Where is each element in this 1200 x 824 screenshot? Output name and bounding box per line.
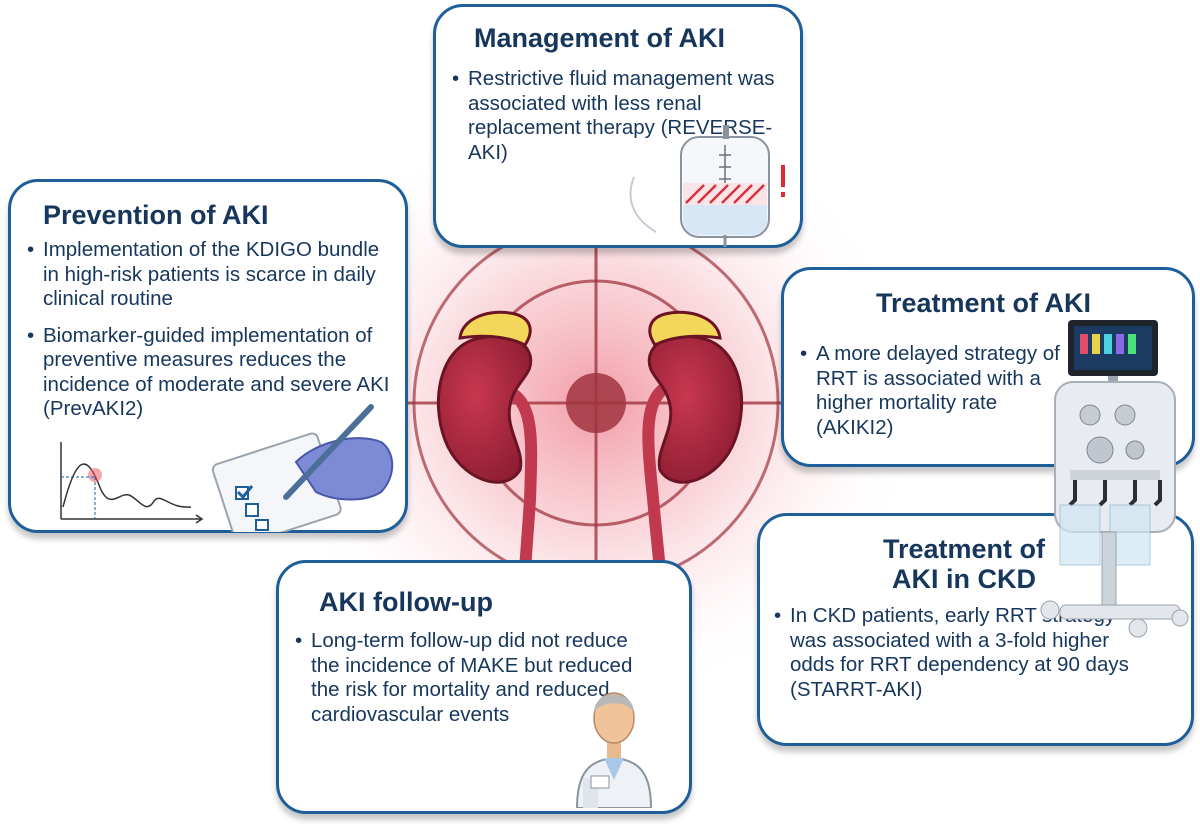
card-followup-list: Long-term follow-up did not reduce the i… <box>295 629 665 739</box>
card-treatment-ckd-bullet: In CKD patients, early RRT strategy was … <box>774 604 1129 702</box>
card-followup: AKI follow-up Long-term follow-up did no… <box>276 560 692 814</box>
card-treatment-bullet: A more delayed strategy of RRT is associ… <box>800 342 1060 440</box>
kidneys-icon <box>437 310 743 576</box>
card-followup-bullet: Long-term follow-up did not reduce the i… <box>295 629 661 727</box>
card-treatment-ckd-list: In CKD patients, early RRT strategy was … <box>774 604 1129 714</box>
card-treatment-ckd-title-line1: Treatment of <box>882 534 1046 564</box>
card-management: Management of AKI Restrictive fluid mana… <box>433 4 803 248</box>
card-management-title: Management of AKI <box>474 23 726 53</box>
biomarker-curve-icon <box>60 442 204 524</box>
card-prevention-bullet: Biomarker-guided implementation of preve… <box>27 324 399 422</box>
card-treatment-ckd: Treatment of AKI in CKD In CKD patients,… <box>757 513 1194 746</box>
card-treatment-title: Treatment of AKI <box>876 288 1092 318</box>
card-management-bullet: Restrictive fluid management was associa… <box>452 67 778 165</box>
card-prevention-list: Implementation of the KDIGO bundle in hi… <box>27 238 399 434</box>
card-treatment-ckd-title-line2: AKI in CKD <box>892 564 1036 594</box>
card-followup-title: AKI follow-up <box>319 587 493 617</box>
card-treatment-ckd-title: Treatment of AKI in CKD <box>874 534 1054 594</box>
card-treatment: Treatment of AKI A more delayed strategy… <box>781 267 1195 467</box>
card-prevention-bullet: Implementation of the KDIGO bundle in hi… <box>27 238 399 312</box>
card-management-list: Restrictive fluid management was associa… <box>452 67 792 177</box>
card-treatment-list: A more delayed strategy of RRT is associ… <box>800 342 1060 452</box>
card-prevention-title: Prevention of AKI <box>43 200 269 230</box>
card-prevention: Prevention of AKI Implementation of the … <box>8 179 408 533</box>
